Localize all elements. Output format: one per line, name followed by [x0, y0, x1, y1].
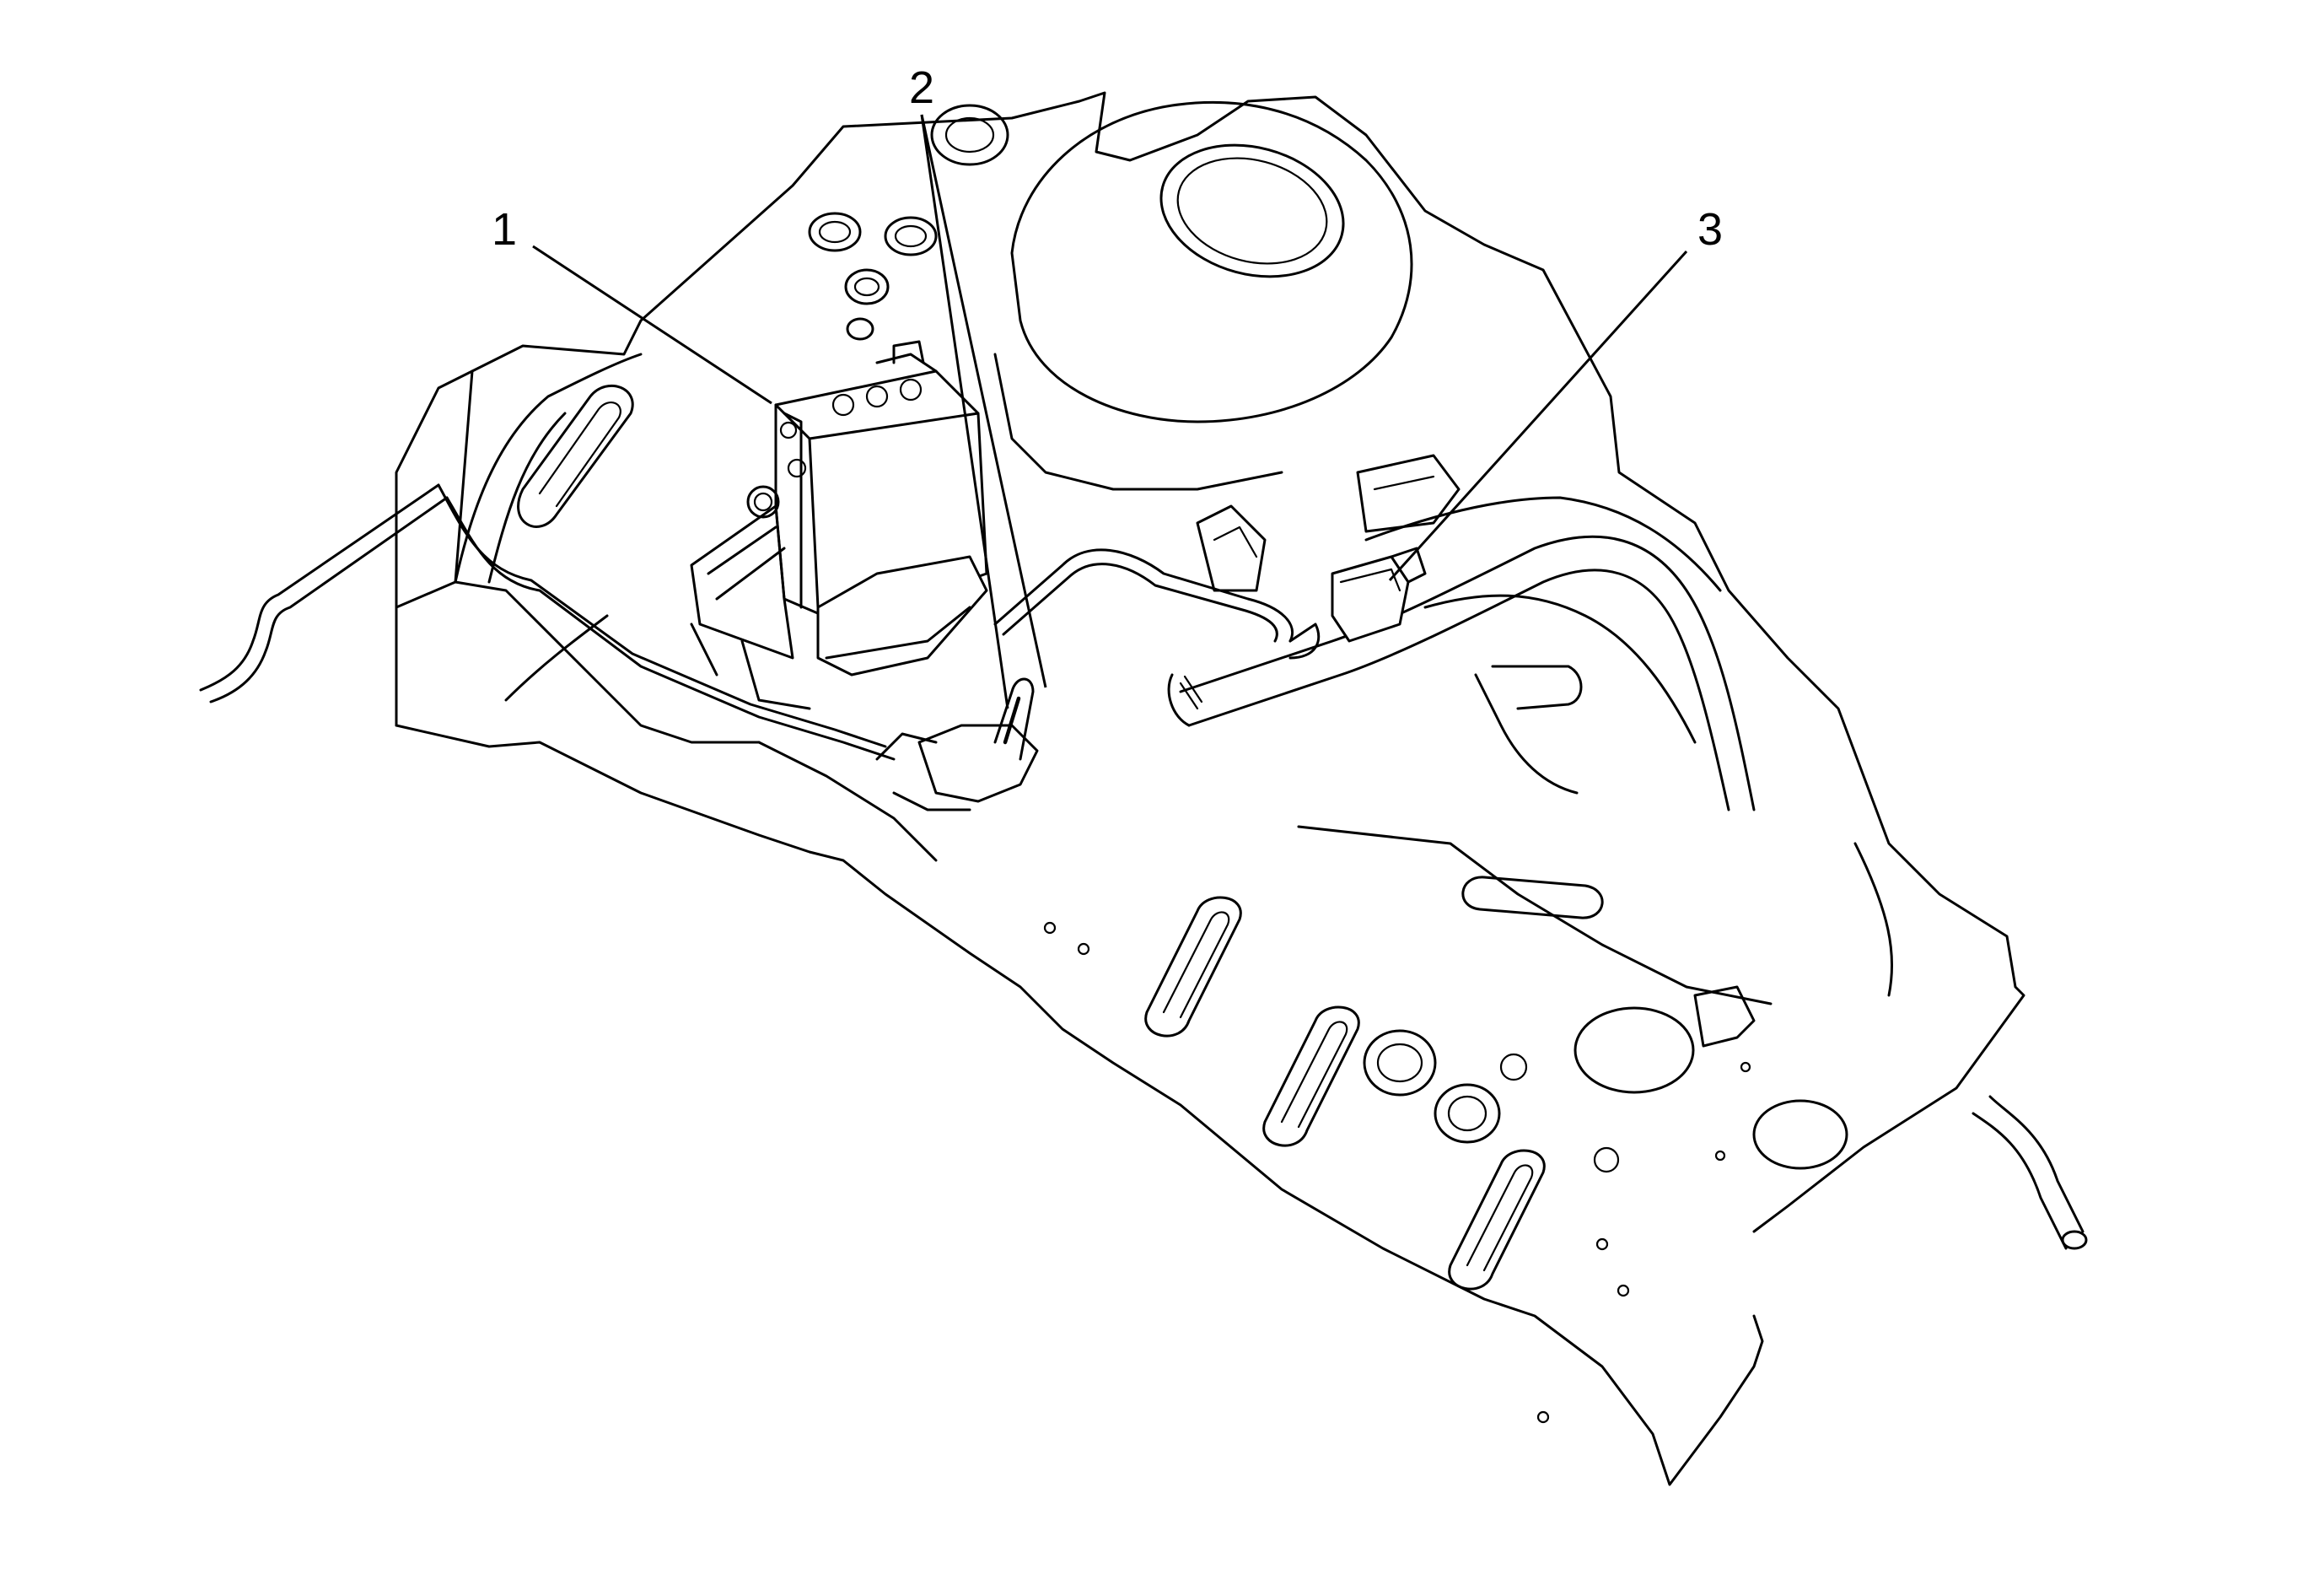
callout-labels: 1 2 3 — [492, 62, 1723, 255]
slot-center-2 — [1262, 1005, 1360, 1147]
rear-hose — [1972, 1095, 2088, 1250]
leader-line-3 — [1388, 250, 1688, 582]
grommets — [808, 104, 1848, 1424]
right-bracket — [1356, 454, 1461, 533]
leader-line-2b — [920, 114, 1047, 688]
callout-3: 3 — [1697, 204, 1723, 255]
tank-dome — [993, 100, 1413, 491]
leader-lines — [532, 114, 1688, 709]
abs-module — [690, 340, 988, 710]
rear-floor — [1297, 496, 1894, 1048]
slot-right-front — [1461, 876, 1604, 919]
center-bracket — [1196, 504, 1267, 592]
flex-hose — [1167, 535, 1756, 811]
leader-line-1 — [532, 245, 772, 405]
module-bracket — [875, 677, 1039, 811]
leader-line-2a — [920, 114, 1009, 709]
left-wheelhouse — [454, 353, 643, 702]
floor-pan — [395, 91, 2025, 1486]
brake-pipe-mid — [993, 548, 1321, 660]
callout-2: 2 — [909, 62, 934, 113]
rear-bracket — [1331, 547, 1427, 643]
callout-1: 1 — [492, 204, 517, 255]
slot-center-1 — [1144, 896, 1242, 1038]
brake-line-left — [199, 483, 896, 761]
slot-center-3 — [1448, 1149, 1546, 1291]
slot-left-front — [517, 384, 634, 528]
